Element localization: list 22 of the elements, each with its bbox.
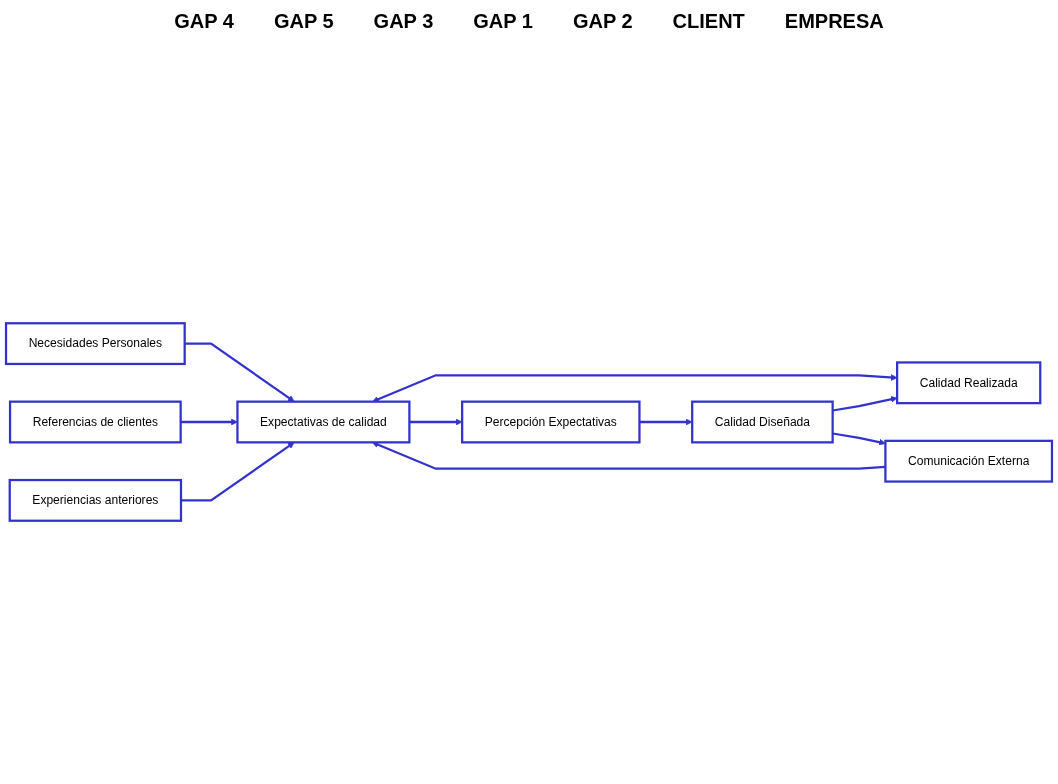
gap-label: GAP 1: [473, 10, 533, 34]
gap-label: GAP 3: [373, 10, 434, 34]
arrow: [832, 432, 886, 446]
gap-label: GAP 2: [572, 10, 633, 34]
node-box: Necesidades Personales: [4, 322, 186, 366]
gap-label: GAP 5: [273, 10, 334, 34]
node-box: Experiencias anteriores: [8, 478, 183, 522]
node-box: Comunicación Externa: [884, 439, 1054, 483]
arrow: [832, 396, 898, 412]
node-box: Expectativas de calidad: [236, 400, 411, 444]
arrow: [184, 342, 295, 402]
node-box: Referencias de clientes: [8, 400, 182, 444]
gap-label: GAP 4: [174, 10, 234, 34]
gap-label: EMPRESA: [784, 10, 884, 34]
arrow: [409, 418, 463, 426]
node-box: Calidad Diseñada: [691, 400, 834, 444]
arrow: [181, 442, 295, 502]
node-box: Percepción Expectativas: [461, 400, 641, 444]
node-box: Calidad Realizada: [896, 361, 1042, 405]
gap-label: CLIENT: [672, 10, 745, 34]
arrow: [639, 418, 693, 426]
arrow: [180, 418, 238, 426]
